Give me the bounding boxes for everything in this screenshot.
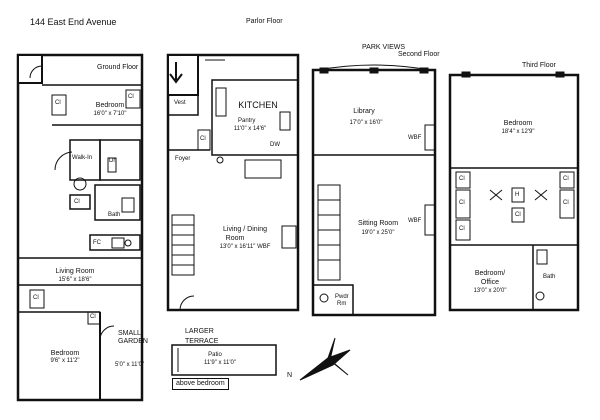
compass-rose — [299, 337, 351, 381]
garden-dims: 5'0" x 11'0" — [115, 362, 145, 368]
ground-fc-label: FC — [93, 240, 101, 246]
parlor-floor-plan — [166, 53, 300, 376]
ground-closet-label: Cl — [55, 100, 61, 106]
park-views-label: PARK VIEWS — [362, 44, 406, 51]
ground-floor-label: Ground Floor — [97, 64, 139, 71]
powder-room-name: Pwdr — [335, 294, 349, 300]
third-bedroom-dims: 18'4" x 12'9" — [501, 129, 535, 135]
ground-bedroom2-dims: 9'6" x 11'2" — [50, 358, 80, 364]
ground-closet-label: Cl — [90, 314, 96, 320]
office-name: Bedroom/ — [474, 270, 506, 277]
third-bedroom-name: Bedroom — [503, 120, 533, 127]
parlor-living-dims: 13'0" x 16'11" WBF — [219, 244, 271, 250]
parlor-floor-label: Parlor Floor — [246, 18, 283, 25]
sitting-room-dims: 19'0" x 25'0" — [361, 230, 395, 236]
patio-dims: 11'9" x 11'0" — [203, 360, 237, 366]
third-closet-label: Cl — [563, 200, 569, 206]
ground-bedroom2-name: Bedroom — [50, 350, 80, 357]
ground-dr-label: Dr — [109, 158, 116, 164]
ground-floor-plan — [16, 53, 144, 402]
library-name: Library — [353, 108, 375, 115]
third-closet-label: Cl — [459, 226, 465, 232]
third-h-label: H — [515, 192, 520, 198]
pantry-label: Pantry — [238, 118, 256, 124]
parlor-living-name2: Room — [225, 235, 245, 242]
terrace-name2: TERRACE — [185, 338, 219, 345]
third-closet-label: Cl — [563, 176, 569, 182]
address-title: 144 East End Avenue — [30, 17, 117, 27]
ground-bedroom-name: Bedroom — [95, 102, 125, 109]
powder-room-name2: Rm — [337, 301, 347, 307]
third-bath-label: Bath — [543, 274, 556, 280]
third-floor-plan — [448, 71, 580, 312]
kitchen-name: KITCHEN — [238, 100, 278, 110]
library-wbf-label: WBF — [408, 135, 422, 141]
ground-closet-label: Cl — [128, 94, 134, 100]
library-dims: 17'0" x 16'0" — [349, 120, 383, 126]
patio-name: Patio — [208, 352, 222, 358]
ground-living-dims: 15'6" x 18'6" — [58, 277, 92, 283]
above-bedroom-note: above bedroom — [172, 378, 229, 390]
parlor-living-name: Living / Dining — [223, 226, 267, 233]
third-closet-label: Cl — [459, 176, 465, 182]
foyer-label: Foyer — [175, 156, 191, 162]
terrace-name: LARGER — [185, 328, 214, 335]
sitting-wbf-label: WBF — [408, 218, 422, 224]
parlor-closet-label: Cl — [200, 136, 206, 142]
sitting-room-name: Sitting Room — [357, 220, 399, 227]
office-dims: 13'0" x 20'0" — [473, 288, 507, 294]
second-floor-plan — [311, 64, 437, 317]
ground-living-name: Living Room — [55, 268, 95, 275]
third-closet-label: Cl — [515, 212, 521, 218]
third-closet-label: Cl — [459, 200, 465, 206]
ground-closet-label: Cl — [33, 295, 39, 301]
third-floor-label: Third Floor — [522, 62, 556, 69]
kitchen-dims: 11'0" x 14'6" — [233, 126, 267, 132]
compass-north-label: N — [287, 372, 293, 379]
ground-walkin-label: Walk-In — [72, 155, 93, 161]
second-floor-label: Second Floor — [398, 51, 440, 58]
garden-name: SMALL GARDEN — [118, 330, 148, 345]
ground-bedroom-dims: 16'0" x 7'10" — [93, 111, 127, 117]
ground-bath-label: Bath — [108, 212, 121, 218]
ground-closet-label: Cl — [74, 199, 80, 205]
dw-label: DW — [270, 142, 280, 148]
office-name2: Office — [480, 279, 500, 286]
vest-label: Vest — [174, 100, 186, 106]
